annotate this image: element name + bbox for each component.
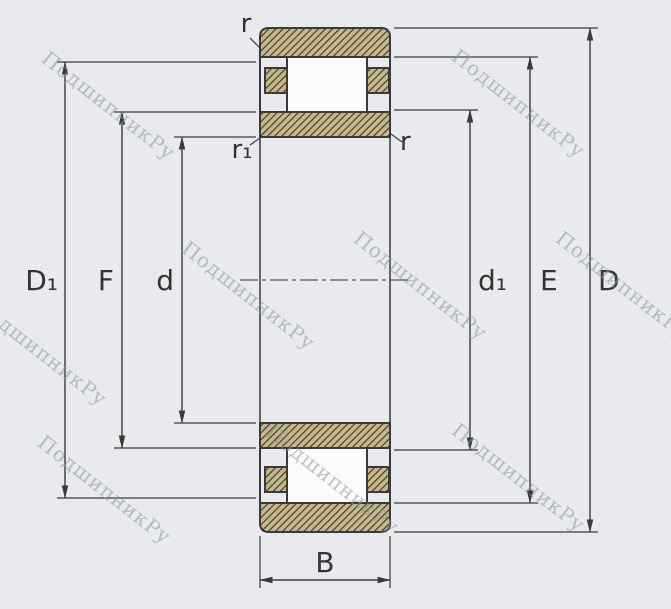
leader-r1 (249, 137, 261, 146)
outer-ring-bottom (259, 502, 391, 533)
dimension-labels: D₁ F d d₁ E D r r₁ r B (25, 9, 619, 579)
label-width-B: B (315, 546, 334, 579)
label-shoulder-diameter-D1: D₁ (25, 264, 58, 297)
cage-top-left (264, 67, 288, 94)
label-bore-diameter-d: d (156, 264, 174, 297)
outer-ring-top (259, 27, 391, 58)
inner-ring-top (259, 111, 391, 138)
extension-lines (57, 27, 598, 588)
leader-r-right (390, 133, 403, 143)
label-fillet-r-top: r (241, 9, 252, 39)
leader-r-top (249, 37, 261, 49)
label-rib-diameter-d1: d₁ (478, 264, 507, 297)
label-fillet-r1: r₁ (231, 135, 252, 165)
roller-top (286, 56, 368, 113)
roller-bottom (286, 447, 368, 504)
inner-ring-bottom (259, 422, 391, 449)
bearing-section (259, 27, 391, 533)
cage-top-right (366, 67, 390, 94)
label-outer-diameter-D: D (598, 264, 620, 297)
label-raceway-diameter-F: F (98, 264, 114, 297)
label-outer-raceway-E: E (540, 264, 558, 297)
cage-bottom-right (366, 466, 390, 493)
dimension-lines (61, 27, 594, 584)
cage-bottom-left (264, 466, 288, 493)
label-fillet-r-right: r (400, 127, 411, 157)
